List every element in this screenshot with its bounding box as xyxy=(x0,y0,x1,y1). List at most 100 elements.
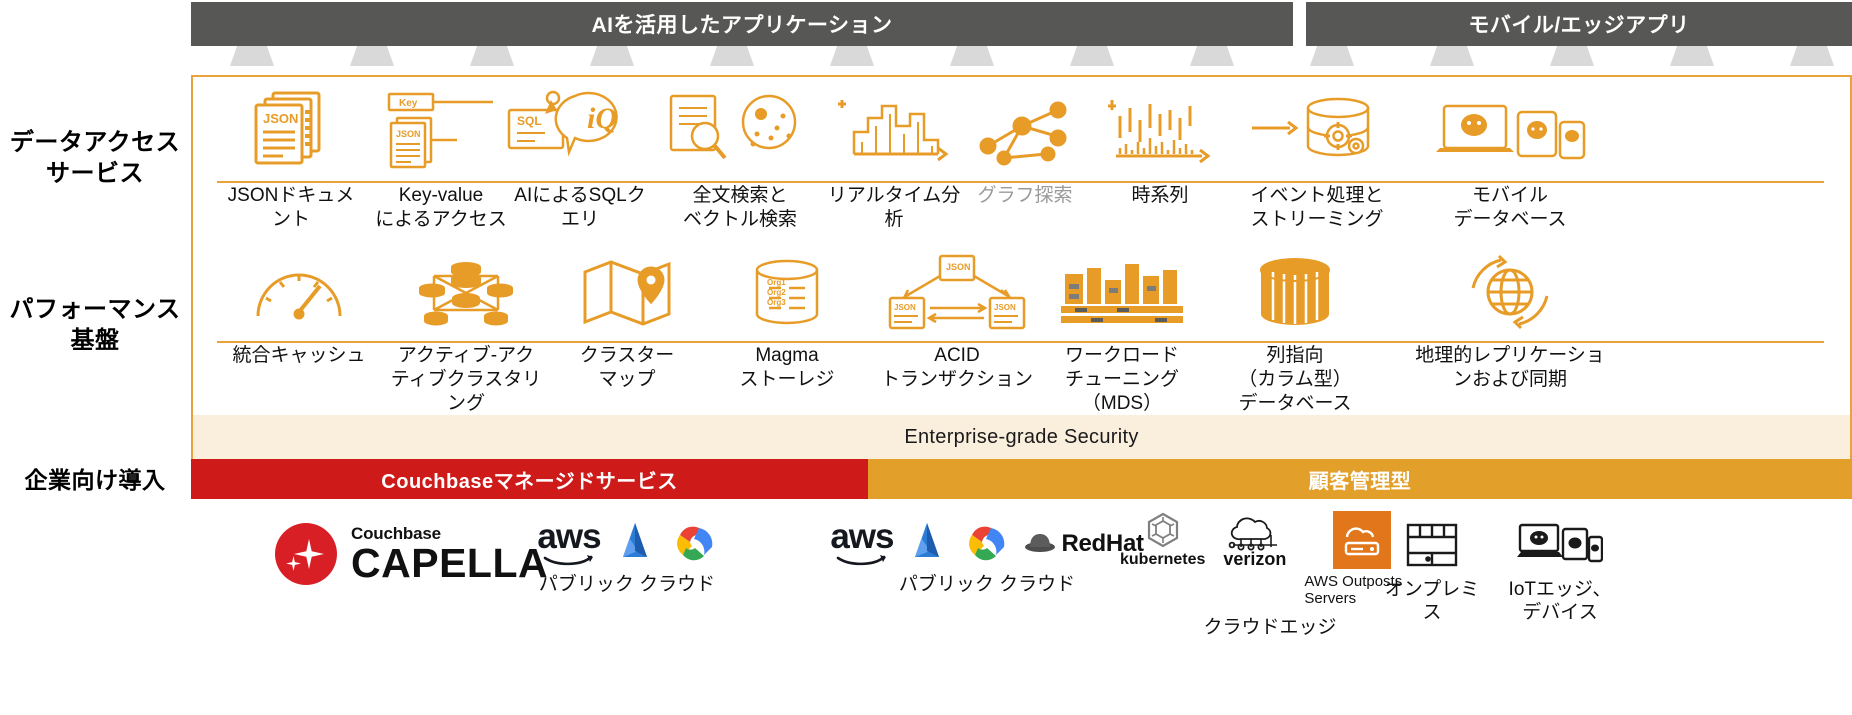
integrated-cache-icon xyxy=(244,246,354,332)
logo-group-self-public-cloud: aws RedHat パブリック クラウド xyxy=(830,519,1144,597)
devices-icon xyxy=(1517,523,1603,563)
feature-active-active-cluster[interactable]: アクティブ-アク ティブクラスタリ ング xyxy=(386,246,546,415)
cluster-map-icon xyxy=(577,246,677,332)
logo-group-on-premises: オンプレミ ス xyxy=(1372,519,1492,625)
feature-geo-replication[interactable]: 地理的レプリケーショ ンおよび同期 xyxy=(1400,246,1620,392)
svg-text:JSON: JSON xyxy=(263,111,298,126)
service-time-series[interactable]: 時系列 xyxy=(1090,86,1230,208)
feature-label: ワークロード チューニング （MDS） xyxy=(1064,345,1179,414)
row-label-data-access: データアクセス サービス xyxy=(9,129,181,187)
service-mobile-database[interactable]: モバイル データベース xyxy=(1420,86,1600,232)
service-json-documents[interactable]: JSON JSONドキュメ ント xyxy=(216,86,366,232)
geo-replication-icon xyxy=(1455,246,1565,332)
svg-text:JSON: JSON xyxy=(894,303,916,312)
service-label: JSONドキュメ ント xyxy=(227,185,355,230)
aws-outposts-logo-icon: AWS Outposts Servers xyxy=(1304,511,1420,607)
svg-text:Key: Key xyxy=(399,98,418,109)
managed-cloud-caption: パブリック クラウド xyxy=(538,574,716,595)
feature-columnar-database[interactable]: 列指向 （カラム型） データベース xyxy=(1212,246,1378,415)
building-icon xyxy=(1406,523,1458,567)
service-key-value[interactable]: Key JSON Key-value によるアクセス xyxy=(366,86,516,232)
redhat-label: RedHat xyxy=(1061,529,1144,557)
security-band: Enterprise-grade Security xyxy=(191,415,1852,459)
feature-acid-transaction[interactable]: JSON JSON JSON ACID トランザクション xyxy=(872,246,1042,392)
key-value-access-icon: Key JSON xyxy=(381,86,501,172)
google-cloud-logo-icon xyxy=(969,526,1005,560)
service-graph-traversal[interactable]: グラフ探索 xyxy=(960,86,1090,208)
service-label: モバイル データベース xyxy=(1453,185,1567,230)
divider-performance xyxy=(217,341,1824,343)
row-label-performance: パフォーマンス 基盤 xyxy=(9,296,181,354)
row-label-enterprise: 企業向け導入 xyxy=(24,467,166,493)
deployment-bar-self-managed[interactable]: 顧客管理型 xyxy=(868,459,1852,499)
feature-label: 列指向 （カラム型） データベース xyxy=(1238,345,1352,414)
fulltext-vector-search-icon xyxy=(665,86,815,172)
aws-logo-icon: aws xyxy=(830,519,894,568)
aws-outposts-label: AWS Outposts Servers xyxy=(1304,573,1403,607)
svg-text:Org1: Org1 xyxy=(767,278,786,287)
on-prem-caption: オンプレミ ス xyxy=(1384,579,1480,623)
feature-label: Magma ストーレジ xyxy=(739,345,835,390)
svg-text:SQL: SQL xyxy=(517,114,542,128)
feature-integrated-cache[interactable]: 統合キャッシュ xyxy=(216,246,382,368)
logo-group-cloud-edge: kubernetes verizon xyxy=(1120,511,1420,640)
aws-logo-icon: aws xyxy=(537,519,602,568)
svg-text:JSON: JSON xyxy=(994,303,1016,312)
feature-label: アクティブ-アク ティブクラスタリ ング xyxy=(390,345,542,414)
feature-label: 地理的レプリケーショ ンおよび同期 xyxy=(1415,345,1605,390)
service-label: Key-value によるアクセス xyxy=(375,185,507,230)
self-cloud-caption: パブリック クラウド xyxy=(898,574,1076,595)
time-series-icon xyxy=(1100,86,1220,172)
svg-text:JSON: JSON xyxy=(396,129,421,139)
service-label: AIによるSQLク エリ xyxy=(514,185,646,230)
graph-traversal-icon xyxy=(970,86,1080,172)
cloud-edge-caption: クラウドエッジ xyxy=(1203,617,1337,638)
capella-sparkle-icon xyxy=(275,523,337,585)
service-ai-sql-query[interactable]: SQL iQ AIによるSQLク エリ xyxy=(500,86,660,232)
redhat-logo-icon: RedHat xyxy=(1023,529,1144,558)
kubernetes-label: kubernetes xyxy=(1120,551,1206,568)
service-label: リアルタイム分 析 xyxy=(827,185,961,230)
service-fulltext-vector-search[interactable]: 全文検索と ベクトル検索 xyxy=(660,86,820,232)
kubernetes-logo-icon: kubernetes xyxy=(1120,511,1205,569)
iot-edge-caption: IoTエッジ、 デバイス xyxy=(1508,579,1612,623)
capella-main-label: CAPELLA xyxy=(351,539,549,586)
service-label: イベント処理と ストリーミング xyxy=(1250,185,1384,230)
active-active-cluster-icon xyxy=(406,246,526,332)
ai-sql-query-icon: SQL iQ xyxy=(505,86,655,172)
service-label: 全文検索と ベクトル検索 xyxy=(682,185,797,230)
feature-cluster-map[interactable]: クラスター マップ xyxy=(552,246,702,392)
svg-text:JSON: JSON xyxy=(946,262,971,272)
workload-tuning-icon xyxy=(1057,246,1187,332)
azure-logo-icon xyxy=(622,522,647,557)
verizon-label: verizon xyxy=(1223,549,1287,569)
deployment-bar-managed[interactable]: Couchbaseマネージドサービス xyxy=(191,459,868,499)
header-mobile-edge-apps: モバイル/エッジアプリ xyxy=(1306,2,1852,46)
event-streaming-icon xyxy=(1242,86,1392,172)
mobile-database-icon xyxy=(1430,86,1590,172)
service-realtime-analytics[interactable]: リアルタイム分 析 xyxy=(824,86,964,232)
logo-strip: Couchbase CAPELLA aws パブリック クラウド xyxy=(0,505,1852,715)
capella-sub-label: Couchbase xyxy=(351,523,441,543)
acid-transaction-icon: JSON JSON JSON xyxy=(882,246,1032,332)
feature-workload-tuning[interactable]: ワークロード チューニング （MDS） xyxy=(1042,246,1202,415)
header-ai-applications: AIを活用したアプリケーション xyxy=(191,2,1293,46)
service-event-streaming[interactable]: イベント処理と ストリーミング xyxy=(1232,86,1402,232)
service-label: グラフ探索 xyxy=(977,185,1073,206)
json-documents-icon: JSON xyxy=(239,86,343,172)
verizon-logo-icon: verizon xyxy=(1223,511,1286,570)
google-cloud-logo-icon xyxy=(676,526,712,560)
azure-logo-icon xyxy=(915,522,940,557)
feature-label: ACID トランザクション xyxy=(880,345,1033,390)
divider-data-access xyxy=(217,181,1824,183)
svg-text:Org2: Org2 xyxy=(767,288,786,297)
logo-capella: Couchbase CAPELLA xyxy=(275,523,548,585)
feature-label: クラスター マップ xyxy=(579,345,675,390)
svg-text:Org3: Org3 xyxy=(767,298,786,307)
feature-label: 統合キャッシュ xyxy=(232,345,366,366)
svg-text:iQ: iQ xyxy=(587,102,617,135)
logo-group-iot-edge: IoTエッジ、 デバイス xyxy=(1490,519,1630,625)
columnar-database-icon xyxy=(1240,246,1350,332)
